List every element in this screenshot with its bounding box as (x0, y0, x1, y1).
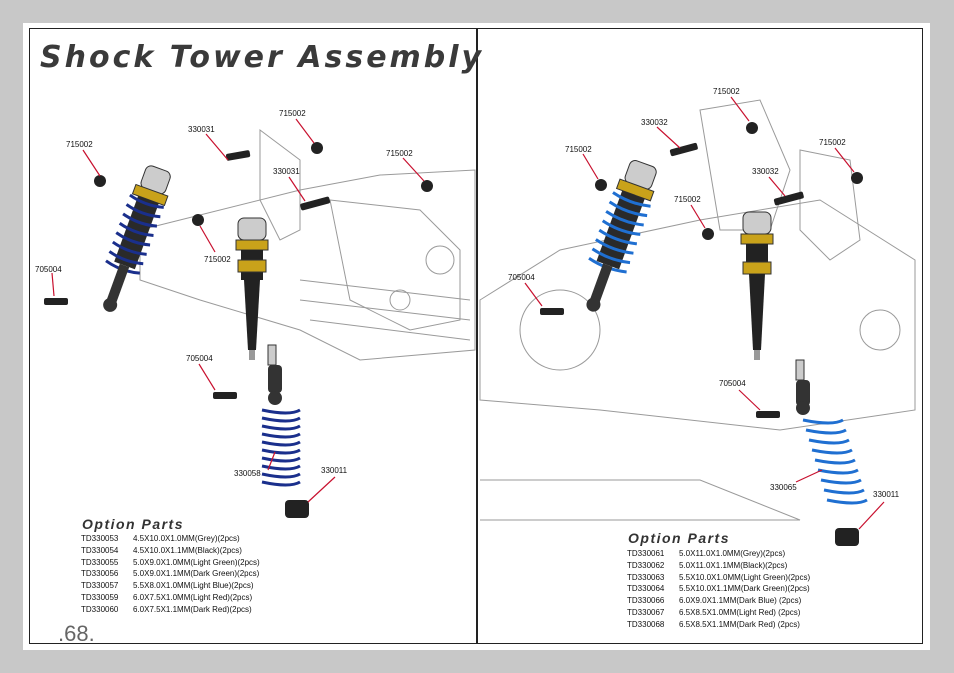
option-code: TD330057 (81, 581, 119, 591)
left-label-715002-a: 715002 (66, 140, 93, 149)
right-label-715002-d: 715002 (674, 195, 701, 204)
option-row: TD330056 5.0X9.0X1.1MM(Dark Green)(2pcs) (81, 568, 260, 580)
option-code: TD330060 (81, 604, 119, 614)
option-desc: 5.0X11.0X1.1MM(Black)(2pcs) (679, 560, 788, 570)
option-code: TD330068 (627, 619, 665, 629)
option-row: TD330061 5.0X11.0X1.0MM(Grey)(2pcs) (627, 548, 810, 560)
left-label-330011: 330011 (321, 466, 348, 475)
right-shock-front (740, 211, 868, 546)
option-row: TD330055 5.0X9.0X1.0MM(Light Green)(2pcs) (81, 557, 260, 569)
right-shock-rear (586, 160, 657, 312)
option-desc: 4.5X10.0X1.1MM(Black)(2pcs) (133, 545, 242, 555)
left-shock-front (235, 217, 309, 518)
right-label-330011: 330011 (873, 490, 900, 499)
option-desc: 5.5X10.0X1.0MM(Light Green)(2pcs) (679, 572, 811, 582)
option-row: TD330064 5.5X10.0X1.1MM(Dark Green)(2pcs) (627, 583, 810, 595)
option-row: TD330067 6.5X8.5X1.0MM(Light Red) (2pcs) (627, 607, 810, 619)
option-code: TD330061 (627, 549, 665, 558)
option-desc: 5.0X11.0X1.0MM(Grey)(2pcs) (679, 549, 786, 558)
right-label-715002-a: 715002 (713, 87, 740, 96)
option-row: TD330068 6.5X8.5X1.1MM(Dark Red) (2pcs) (627, 619, 810, 631)
right-label-715002-c: 715002 (819, 138, 846, 147)
left-label-705004-b: 705004 (186, 354, 213, 363)
left-label-715002-c: 715002 (386, 149, 413, 158)
option-code: TD330067 (627, 607, 665, 617)
option-code: TD330053 (81, 534, 119, 543)
option-row: TD330060 6.0X7.5X1.1MM(Dark Red)(2pcs) (81, 604, 260, 616)
right-leader-lines (524, 96, 885, 530)
option-code: TD330062 (627, 560, 665, 570)
option-row: TD330062 5.0X11.0X1.1MM(Black)(2pcs) (627, 560, 810, 572)
right-label-705004-b: 705004 (719, 379, 746, 388)
option-desc: 6.0X9.0X1.1MM(Dark Blue) (2pcs) (679, 596, 802, 606)
option-code: TD330064 (627, 584, 665, 594)
right-option-parts-list: TD330061 5.0X11.0X1.0MM(Grey)(2pcs) TD330… (627, 548, 810, 631)
right-label-330032-b: 330032 (752, 167, 779, 176)
right-small-parts (540, 122, 863, 418)
panel-divider (476, 28, 478, 644)
option-row: TD330066 6.0X9.0X1.1MM(Dark Blue) (2pcs) (627, 595, 810, 607)
left-label-715002-b: 715002 (279, 109, 306, 118)
left-small-parts (44, 142, 433, 399)
page-title: Shock Tower Assembly (40, 40, 485, 75)
option-code: TD330059 (81, 592, 119, 602)
option-code: TD330066 (627, 596, 665, 606)
option-desc: 6.5X8.5X1.0MM(Light Red) (2pcs) (679, 607, 801, 617)
option-row: TD330054 4.5X10.0X1.1MM(Black)(2pcs) (81, 545, 260, 557)
option-row: TD330059 6.0X7.5X1.0MM(Light Red)(2pcs) (81, 592, 260, 604)
left-label-330031-a: 330031 (188, 125, 215, 134)
option-desc: 6.5X8.5X1.1MM(Dark Red) (2pcs) (679, 619, 800, 629)
option-row: TD330053 4.5X10.0X1.0MM(Grey)(2pcs) (81, 533, 260, 545)
right-label-715002-b: 715002 (565, 145, 592, 154)
left-label-330031-b: 330031 (273, 167, 300, 176)
option-code: TD330054 (81, 545, 119, 555)
option-desc: 5.5X8.0X1.0MM(Light Blue)(2pcs) (133, 581, 254, 591)
option-code: TD330056 (81, 569, 119, 579)
option-desc: 4.5X10.0X1.0MM(Grey)(2pcs) (133, 534, 240, 543)
option-code: TD330063 (627, 572, 665, 582)
page-number: .68. (58, 621, 95, 646)
right-label-330032-a: 330032 (641, 118, 668, 127)
left-label-330058: 330058 (234, 469, 261, 478)
left-label-705004-a: 705004 (35, 265, 62, 274)
option-code: TD330055 (81, 557, 119, 567)
option-row: TD330063 5.5X10.0X1.0MM(Light Green)(2pcs… (627, 572, 810, 584)
left-leader-lines (51, 118, 425, 503)
option-desc: 5.5X10.0X1.1MM(Dark Green)(2pcs) (679, 584, 810, 594)
option-row: TD330057 5.5X8.0X1.0MM(Light Blue)(2pcs) (81, 580, 260, 592)
option-desc: 6.0X7.5X1.0MM(Light Red)(2pcs) (133, 592, 253, 602)
left-option-parts-title: Option Parts (82, 516, 185, 532)
right-label-705004-a: 705004 (508, 273, 535, 282)
left-label-715002-d: 715002 (204, 255, 231, 264)
right-option-parts-title: Option Parts (628, 530, 731, 546)
option-desc: 6.0X7.5X1.1MM(Dark Red)(2pcs) (133, 604, 252, 614)
left-option-parts-list: TD330053 4.5X10.0X1.0MM(Grey)(2pcs) TD330… (81, 533, 260, 616)
option-desc: 5.0X9.0X1.1MM(Dark Green)(2pcs) (133, 569, 260, 579)
option-desc: 5.0X9.0X1.0MM(Light Green)(2pcs) (133, 557, 260, 567)
left-chassis-sketch (139, 129, 476, 361)
left-shock-rear (103, 165, 171, 312)
right-label-330065: 330065 (770, 483, 797, 492)
